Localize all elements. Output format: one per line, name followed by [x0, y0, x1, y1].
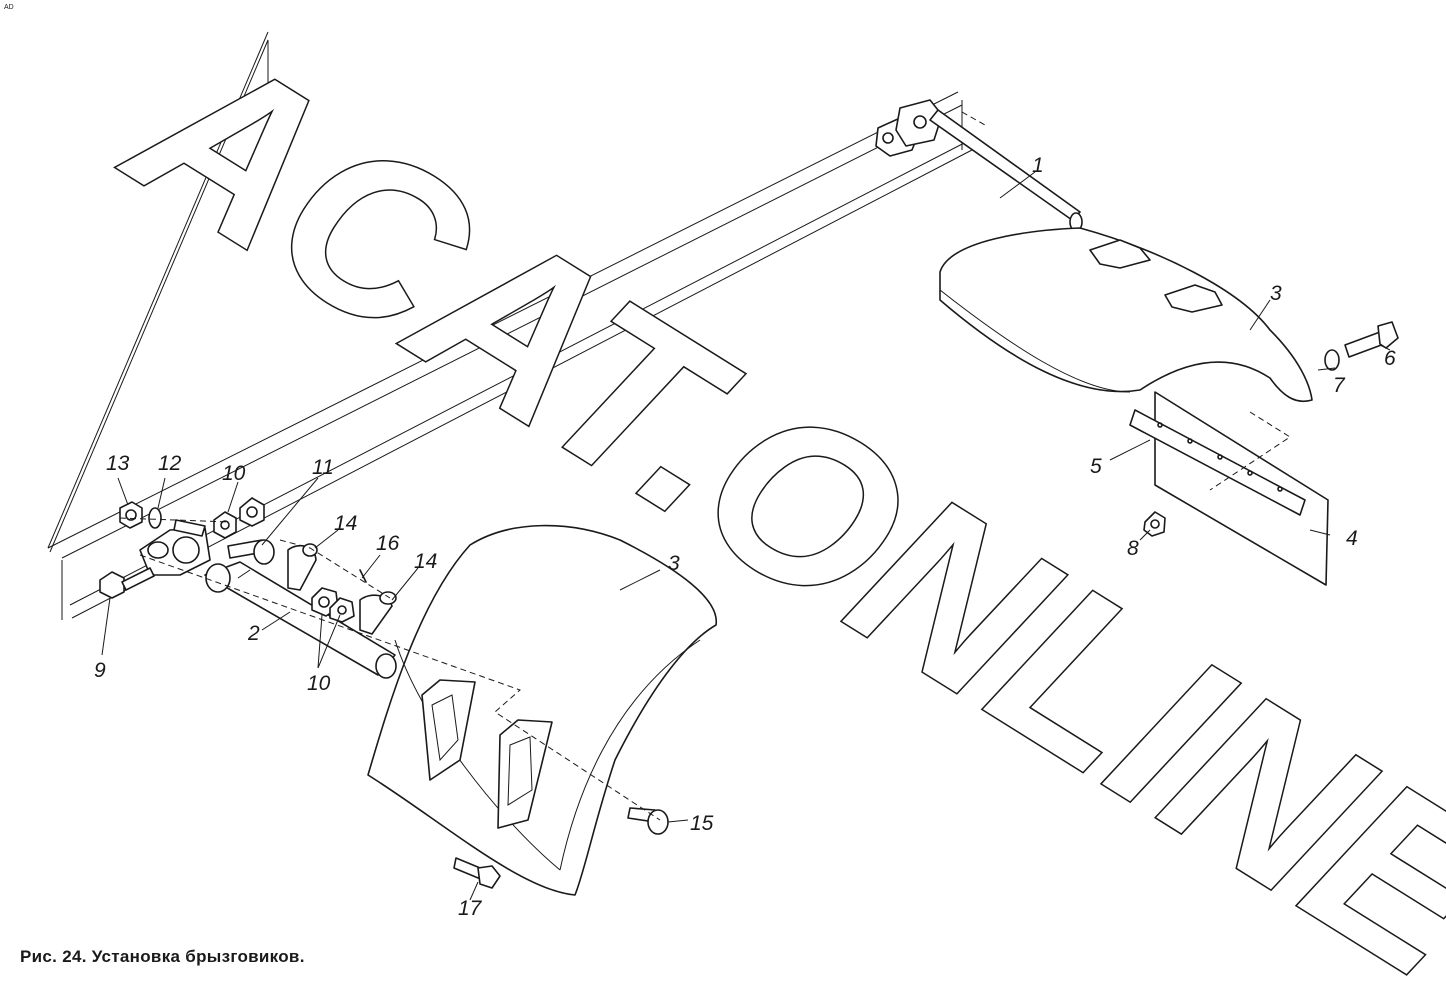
- callout-8: 8: [1127, 537, 1139, 560]
- bolt-9: [99, 567, 155, 599]
- nuts-10-upper: [213, 497, 265, 539]
- callout-14-right: 14: [414, 550, 437, 573]
- mudguard-left: [367, 524, 717, 896]
- bolt-6: [1344, 321, 1399, 358]
- callout-12: 12: [158, 452, 182, 475]
- callout-7: 7: [1333, 374, 1346, 397]
- callout-11: 11: [312, 456, 334, 479]
- callout-3-right: 3: [1270, 282, 1282, 305]
- callout-13: 13: [106, 452, 130, 475]
- bolt-17: [453, 857, 501, 889]
- assembly-line-1: [139, 554, 661, 821]
- callout-14-left: 14: [334, 512, 357, 535]
- washer-12: [148, 507, 162, 529]
- callout-5: 5: [1090, 455, 1102, 478]
- nut-13: [119, 501, 143, 529]
- mud-flap-right: [1129, 391, 1329, 586]
- bracket-left: [139, 519, 211, 576]
- tube-2: [204, 561, 397, 679]
- callout-4: 4: [1346, 527, 1358, 550]
- assembly-line-2: [119, 517, 231, 523]
- corner-mark: AD: [4, 4, 14, 11]
- washer-7: [1324, 349, 1340, 371]
- callout-17: 17: [458, 897, 483, 920]
- nuts-10-lower: [311, 587, 355, 623]
- callout-10-upper: 10: [222, 462, 246, 485]
- callout-15: 15: [690, 812, 714, 835]
- nut-8: [1143, 511, 1166, 537]
- callout-16: 16: [376, 532, 400, 555]
- clamp-14-right: [359, 591, 397, 635]
- clamp-14-left: [287, 543, 318, 591]
- callout-6: 6: [1384, 347, 1396, 370]
- callout-2: 2: [247, 622, 260, 645]
- leader-lines: [101, 171, 1391, 901]
- callout-9: 9: [94, 659, 106, 682]
- callout-3-left: 3: [668, 552, 680, 575]
- mudguard-right: [939, 227, 1313, 402]
- stud-11: [227, 539, 275, 565]
- figure-caption: Рис. 24. Установка брызговиков.: [20, 947, 305, 966]
- callout-10-lower: 10: [307, 672, 331, 695]
- bracket-tube-right: [875, 99, 1083, 232]
- assembly-line-3: [279, 539, 391, 599]
- callout-1: 1: [1032, 154, 1044, 177]
- bolt-15: [627, 807, 669, 835]
